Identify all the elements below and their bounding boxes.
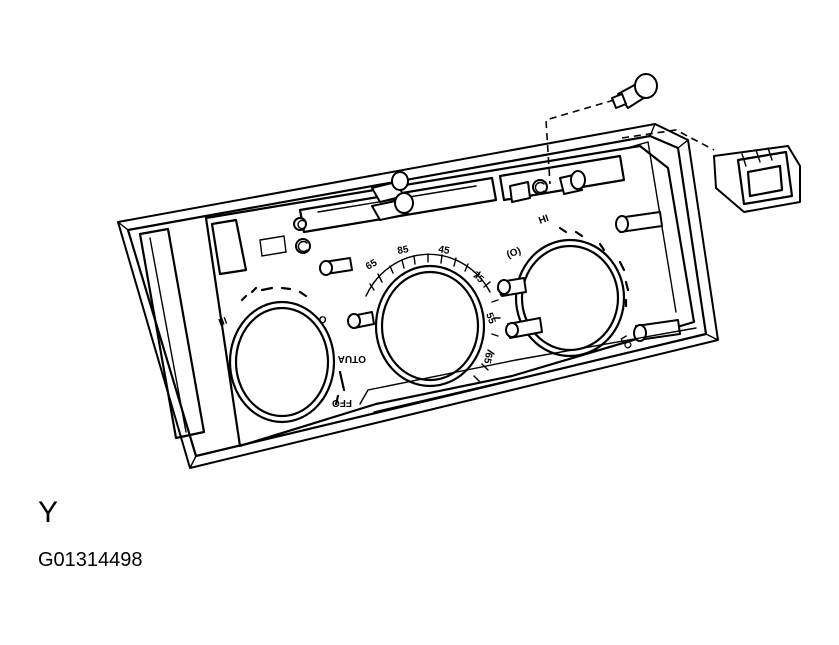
center-dial-mark-3: 45 [437, 244, 450, 257]
left-dial-mark-off: FFO [332, 397, 352, 408]
center-dial-mark-5: 55 [483, 311, 497, 326]
replacement-bulb [611, 73, 658, 109]
panel-bezel [117, 123, 719, 469]
svg-text:O: O [317, 314, 328, 327]
retaining-clips [293, 179, 548, 254]
center-dial-mark-2: 65 [364, 257, 380, 272]
svg-text:III: III [217, 316, 229, 329]
wire-connector [713, 145, 801, 213]
left-knob-pins [319, 257, 375, 329]
figure-code: G01314498 [38, 549, 143, 571]
right-dial-mark-hi: HI [537, 213, 550, 227]
panel-bulbs [371, 170, 586, 221]
svg-text:(O): (O) [505, 246, 522, 261]
center-dial-mark-6: 65 [481, 351, 494, 364]
left-dial-mark-auto: OTUA [338, 353, 366, 364]
center-dial-mark-1: 85 [397, 244, 410, 257]
lower-frame [359, 327, 697, 413]
left-control-dial: O III OTUA FFO [217, 286, 366, 424]
leader-lines [545, 99, 715, 185]
view-label: Y [38, 496, 59, 529]
